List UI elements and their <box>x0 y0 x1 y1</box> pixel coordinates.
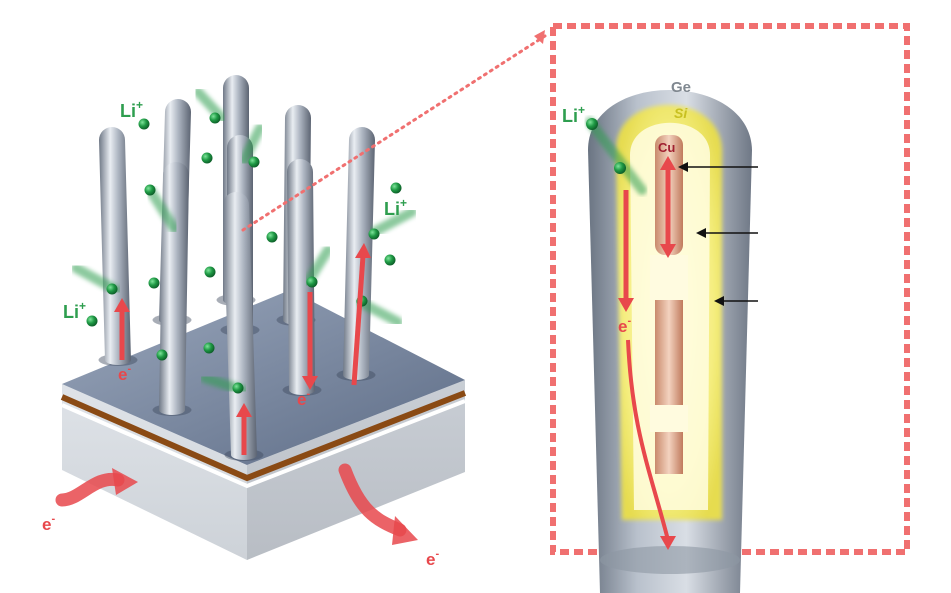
svg-text:e-: e- <box>42 513 55 534</box>
svg-text:Li+: Li+ <box>120 98 143 121</box>
substrate-left-face <box>62 384 247 560</box>
svg-text:e-: e- <box>426 548 439 569</box>
nanowire <box>98 127 138 366</box>
cu-core <box>650 135 688 474</box>
substrate-white-layer <box>61 399 466 489</box>
li-streak <box>369 207 417 237</box>
electron-label-1: e- <box>118 363 131 384</box>
electron-label-inset: e- <box>618 315 631 336</box>
li-label-2: Li+ <box>384 196 407 219</box>
li-ion-ball <box>266 231 278 243</box>
li-label-inset: Li+ <box>562 103 585 126</box>
li-streak <box>145 185 179 233</box>
svg-text:Li+: Li+ <box>562 103 585 126</box>
electron-label-3: e- <box>42 513 55 534</box>
li-ion-ball <box>248 156 260 168</box>
li-ion-ball <box>144 184 156 196</box>
li-ion-ball <box>204 266 216 278</box>
cu-layer-label: Cu <box>658 140 675 155</box>
svg-text:e-: e- <box>118 363 131 384</box>
nanowire <box>223 192 264 461</box>
li-label-1: Li+ <box>120 98 143 121</box>
core-shell-nanowire <box>585 90 752 593</box>
li-ion-ball <box>390 182 402 194</box>
svg-text:e-: e- <box>618 315 631 336</box>
li-ion-ball <box>86 315 98 327</box>
layer-pointer-arrows <box>678 162 758 306</box>
zoom-connector-arrowhead <box>534 30 545 44</box>
li-ion-ball <box>306 276 318 288</box>
li-label-3: Li+ <box>63 299 86 322</box>
electron-label-4: e- <box>426 548 439 569</box>
li-ion-ball <box>384 254 396 266</box>
substrate-right-face <box>247 380 465 560</box>
ge-layer-label: Ge <box>671 79 691 96</box>
substrate-copper-layer <box>60 390 467 482</box>
li-ion-ball <box>203 342 215 354</box>
li-ball-inset-1 <box>586 118 598 130</box>
li-ion-ball <box>368 228 380 240</box>
li-ion-ball <box>209 112 221 124</box>
li-diffusion-inset <box>585 117 647 195</box>
li-ion-ball <box>201 152 213 164</box>
nanowire-array <box>98 75 376 461</box>
li-ion-ball <box>232 382 244 394</box>
electron-label-2: e- <box>297 388 310 409</box>
si-layer-label: Si <box>674 105 688 121</box>
li-streak <box>239 123 265 165</box>
svg-text:Li+: Li+ <box>384 196 407 219</box>
li-ball-inset-2 <box>614 162 626 174</box>
electron-arrows-left <box>55 243 418 545</box>
li-ion-ball <box>106 283 118 295</box>
li-ion-ball <box>138 118 150 130</box>
li-streak <box>355 297 403 327</box>
svg-text:Li+: Li+ <box>63 299 86 322</box>
li-ion-ball <box>156 349 168 361</box>
svg-text:e-: e- <box>297 388 310 409</box>
electron-arrows-inset <box>618 156 676 550</box>
li-ion-ball <box>148 277 160 289</box>
